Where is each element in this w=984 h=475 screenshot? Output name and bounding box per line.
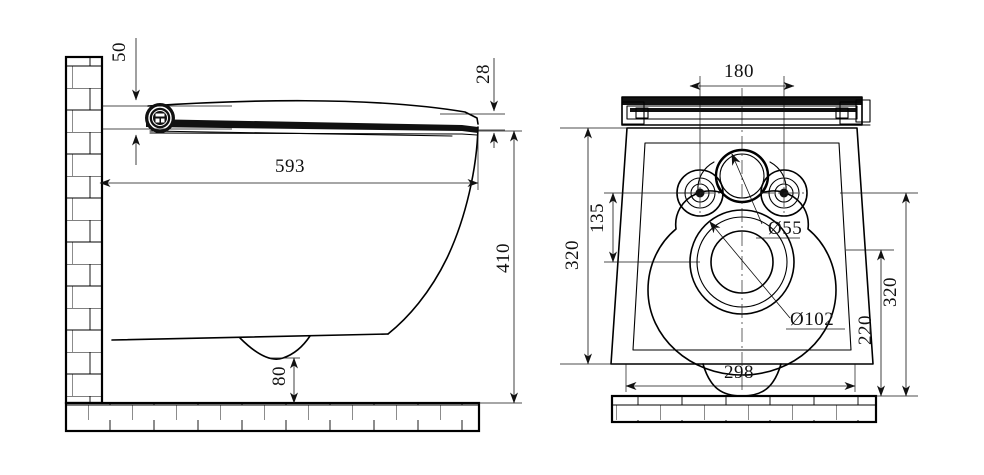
bolt-hole-right	[760, 169, 808, 217]
dimension-298: 298	[625, 362, 856, 392]
dimension-593: 593	[99, 127, 479, 190]
back-mounting-view: 180 320 135 Ø55 Ø102	[560, 61, 918, 424]
dimension-label-50: 50	[109, 42, 130, 62]
dimension-220: 220	[846, 249, 894, 397]
toilet-body-side-profile	[111, 99, 479, 360]
control-knob[interactable]	[145, 103, 175, 133]
dimension-label-dia55: Ø55	[768, 218, 802, 239]
dimension-320-left: 320	[560, 127, 628, 365]
dimension-label-220: 220	[855, 315, 876, 345]
floor-hatch-side	[64, 401, 481, 433]
diameter-label-102-leader: Ø102	[709, 221, 845, 330]
dimension-label-80: 80	[269, 366, 290, 386]
dimension-410: 410	[478, 130, 522, 404]
dimension-180: 180	[689, 61, 795, 170]
seat-lid-edge	[621, 96, 871, 126]
dimension-50: 50	[102, 38, 232, 165]
dimension-label-410: 410	[493, 243, 514, 273]
dimension-135: 135	[587, 192, 700, 263]
dimension-label-dia102: Ø102	[790, 309, 834, 330]
dimension-28: 28	[440, 58, 505, 148]
dimension-label-180: 180	[724, 61, 754, 82]
dimension-label-135: 135	[587, 203, 608, 233]
dimension-320-right: 320	[840, 192, 918, 397]
dimension-label-320-left: 320	[562, 240, 583, 270]
floor-hatch-back	[610, 394, 878, 424]
wall-hatch	[64, 55, 104, 405]
dimension-label-28: 28	[473, 64, 494, 84]
diameter-label-55-leader: Ø55	[731, 153, 802, 239]
dimension-label-320-right: 320	[880, 277, 901, 307]
dimension-80: 80	[269, 357, 300, 404]
dimension-label-593: 593	[275, 156, 305, 177]
toilet-back-body	[610, 127, 874, 397]
dimension-label-298: 298	[724, 362, 754, 383]
mounting-boss-outline	[647, 149, 837, 376]
side-elevation-view: 50 28 593 410 80	[64, 38, 522, 433]
